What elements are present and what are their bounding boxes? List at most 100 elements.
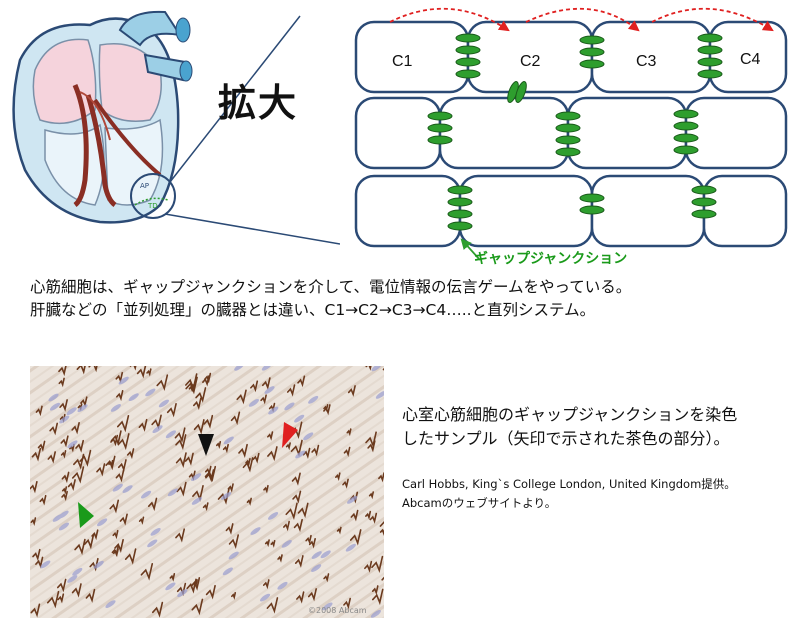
- propagation-arrow-3: [651, 7, 774, 32]
- gap-junction-stain: [58, 366, 67, 377]
- heart-label-b: TD: [147, 202, 158, 210]
- gap-junction-stain: [252, 452, 260, 464]
- gap-junction-stain: [291, 472, 301, 486]
- green-arrow-marker: [78, 502, 94, 528]
- gap-junction-stain: [85, 588, 96, 603]
- gap-junction-stain: [192, 579, 198, 588]
- gap-junction-stain: [185, 376, 198, 395]
- gap-junction-stain: [186, 578, 197, 594]
- gap-junction-stain: [156, 374, 169, 392]
- cell-nucleus: [110, 404, 121, 412]
- gap-junction-stain: [83, 534, 95, 550]
- cell-nucleus: [152, 425, 163, 434]
- gap-junction-stain: [31, 447, 42, 462]
- cell-nucleus: [234, 366, 245, 371]
- gap-junction-stain: [193, 397, 202, 411]
- cell-nucleus: [281, 539, 292, 548]
- gap-junction-stain: [260, 394, 267, 405]
- cell-nucleus: [49, 402, 61, 411]
- cell-nucleus: [303, 432, 314, 441]
- cell-nucleus: [158, 399, 169, 408]
- gap-junction-stain: [335, 472, 341, 481]
- gap-junction-stain: [57, 593, 65, 604]
- cell-label-c1: C1: [392, 53, 413, 70]
- gap-junction-stain: [112, 529, 119, 540]
- gap-junction-stain: [378, 472, 384, 483]
- cell-nucleus: [59, 415, 70, 424]
- cell-nucleus: [165, 582, 176, 591]
- heart-illustration: AP TD: [12, 10, 340, 245]
- cell-nucleus: [167, 488, 178, 497]
- gap-junction-stain: [80, 396, 88, 408]
- credit-line-2: Abcamのウェブサイトより。: [402, 496, 557, 510]
- gap-junction-stain: [73, 453, 85, 470]
- cell-nucleus: [259, 593, 271, 602]
- gap-junction-stain: [225, 523, 234, 535]
- gap-junction-stain: [151, 414, 162, 430]
- red-arrow-marker: [282, 422, 298, 448]
- cell-nucleus: [191, 473, 202, 481]
- gap-junction-stain: [285, 442, 291, 451]
- gap-junction-stain: [119, 513, 128, 526]
- gap-junction-stain: [307, 588, 318, 602]
- gap-junction-stain: [35, 556, 44, 569]
- gap-junction-stain: [188, 470, 196, 481]
- gap-junction-stain: [222, 443, 229, 454]
- gap-junction-stain: [61, 490, 68, 502]
- gap-junction-stain: [175, 452, 187, 468]
- gap-junction-stain: [39, 494, 47, 506]
- cell-nucleus: [77, 404, 88, 413]
- credit-line-1: Carl Hobbs, King`s College London, Unite…: [402, 477, 736, 491]
- cell-nucleus: [277, 581, 288, 590]
- gap-junction-stain: [175, 528, 186, 543]
- gap-junction-stain: [47, 451, 57, 464]
- description-line-2: 肝臓などの「並列処理」の臓器とは違い、C1→C2→C3→C4…..と直列システム…: [30, 301, 596, 319]
- gap-junction-stain: [138, 418, 148, 432]
- cell-nucleus: [93, 560, 104, 569]
- cell-nucleus: [118, 376, 129, 385]
- gap-junction-stain: [292, 490, 302, 504]
- gap-junction-stain: [69, 443, 75, 453]
- stain-caption-line-1: 心室心筋細胞のギャップジャンクションを染色: [402, 405, 738, 424]
- gap-junction-stain: [88, 366, 98, 373]
- cell-nucleus: [58, 522, 70, 531]
- stain-caption-line-2: したサンプル（矢印で示された茶色の部分）。: [402, 429, 730, 448]
- cell-nucleus: [322, 602, 333, 611]
- gap-junction-stain: [236, 389, 247, 405]
- gap-junction-stain: [71, 422, 80, 435]
- cell-nucleus: [222, 567, 233, 576]
- gap-junction-stain: [311, 444, 320, 457]
- cell-nucleus: [311, 564, 322, 572]
- gap-junction-stain: [349, 529, 362, 546]
- gap-junction-stain: [246, 497, 252, 506]
- cell-nucleus: [311, 551, 322, 559]
- gap-junction-stain: [230, 411, 241, 426]
- gap-junction-stain: [191, 598, 204, 616]
- cell-nucleus: [112, 483, 123, 492]
- cell-nucleus: [122, 485, 133, 493]
- gap-junction-stain: [342, 478, 349, 489]
- cell-diagram: C1 C2 C3 C4: [354, 7, 788, 261]
- gap-junction-stain: [60, 450, 67, 459]
- gap-junction-stain: [76, 366, 86, 375]
- gap-junction-stain: [346, 428, 352, 437]
- gap-junction-stain: [74, 538, 86, 556]
- gap-junction-stain: [32, 548, 41, 562]
- gap-junction-stain: [296, 591, 305, 604]
- gap-junction-stain: [117, 415, 130, 433]
- gap-junction-stain: [175, 434, 187, 451]
- gap-junction-stain: [138, 516, 145, 525]
- gap-junction-stain: [368, 491, 375, 500]
- gap-junction-stain: [195, 387, 207, 403]
- gap-junction-stain: [114, 538, 124, 554]
- gap-junction-stain: [365, 431, 377, 449]
- gap-junction-stain: [57, 578, 67, 593]
- cell-nucleus: [52, 514, 63, 522]
- gap-junction-stain: [204, 465, 217, 483]
- gap-junction-stain: [202, 502, 209, 512]
- cell-nucleus: [147, 539, 158, 548]
- gap-junction-stain: [371, 588, 384, 606]
- gap-junction-stain: [371, 555, 384, 573]
- gap-junction-stain: [262, 579, 270, 590]
- gap-junction-stain: [30, 481, 38, 494]
